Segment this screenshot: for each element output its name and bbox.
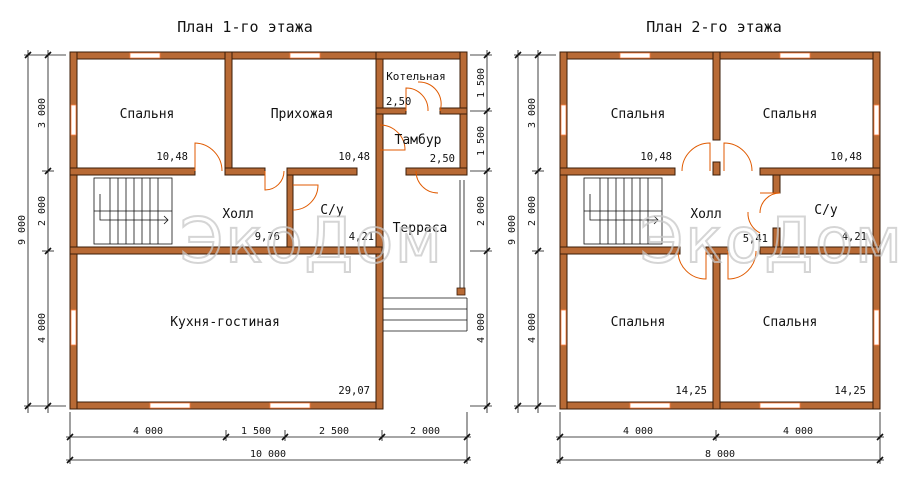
room-area: 10,48 xyxy=(338,151,370,163)
plan-1-terrace xyxy=(383,180,468,332)
plan-1-dimensions-left: 3 000 2 000 4 000 9 000 xyxy=(17,50,66,413)
plan-2-doors xyxy=(677,142,781,280)
room-name: Кухня-гостиная xyxy=(170,315,280,330)
room-name: С/у xyxy=(320,203,344,218)
dimension-label: 1 500 xyxy=(241,426,271,437)
dimension-total: 9 000 xyxy=(17,215,28,245)
dimension-label: 4 000 xyxy=(476,313,487,343)
room-area: 5,41 xyxy=(743,233,768,245)
plan-1-title: План 1-го этажа xyxy=(177,18,312,36)
dimension-label: 1 500 xyxy=(476,126,487,156)
room-area: 4,21 xyxy=(349,231,374,243)
dimension-label: 4 000 xyxy=(783,426,813,437)
room-name: Спальня xyxy=(763,315,818,330)
plan-second-floor: План 2-го этажа xyxy=(507,18,884,464)
room-area: 10,48 xyxy=(640,151,672,163)
dimension-label: 2 000 xyxy=(410,426,440,437)
room-name: Спальня xyxy=(611,107,666,122)
room-name: Тамбур xyxy=(395,133,442,148)
plan-2-room-labels: Спальня 10,48 Спальня 10,48 Холл 5,41 С/… xyxy=(611,107,867,397)
room-area: 2,50 xyxy=(386,96,411,108)
room-name: Холл xyxy=(690,207,721,222)
dimension-label: 3 000 xyxy=(527,98,538,128)
plan-1-room-labels: Спальня 10,48 Прихожая 10,48 Котельная 2… xyxy=(120,70,455,397)
watermark-logo: ЭкоДом xyxy=(640,204,900,277)
plan-first-floor: План 1-го этажа xyxy=(17,18,492,464)
room-name: Спальня xyxy=(763,107,818,122)
room-area: 4,21 xyxy=(842,231,867,243)
room-area: 10,48 xyxy=(156,151,188,163)
plan-2-title: План 2-го этажа xyxy=(646,18,781,36)
dimension-label: 2 000 xyxy=(476,196,487,226)
room-name: Терраса xyxy=(393,221,448,236)
dimension-label: 2 500 xyxy=(319,426,349,437)
room-name: Спальня xyxy=(611,315,666,330)
watermark-logo: ЭкоДом xyxy=(180,204,444,277)
room-name: Холл xyxy=(222,207,253,222)
room-name: Прихожая xyxy=(271,107,334,122)
dimension-total: 9 000 xyxy=(507,215,518,245)
dimension-total: 10 000 xyxy=(250,449,286,460)
dimension-label: 4 000 xyxy=(37,313,48,343)
plan-1-windows xyxy=(70,52,321,409)
plan-2-windows xyxy=(560,52,880,409)
dimension-label: 1 500 xyxy=(476,68,487,98)
plan-1-doors xyxy=(194,81,442,211)
room-area: 29,07 xyxy=(338,385,370,397)
room-area: 9,76 xyxy=(255,231,280,243)
plan-2-dimensions-bottom: 4 000 4 000 8 000 xyxy=(556,412,884,464)
plan-1-stairs xyxy=(93,177,173,245)
room-area: 14,25 xyxy=(675,385,707,397)
dimension-label: 3 000 xyxy=(37,98,48,128)
plan-1-walls xyxy=(69,51,468,410)
room-area: 14,25 xyxy=(834,385,866,397)
dimension-label: 2 000 xyxy=(37,196,48,226)
dimension-total: 8 000 xyxy=(705,449,735,460)
plan-1-dimensions-right: 1 500 1 500 2 000 4 000 xyxy=(470,50,492,413)
room-name: Спальня xyxy=(120,107,175,122)
room-name: Котельная xyxy=(386,70,446,83)
plan-2-walls xyxy=(559,51,881,410)
room-area: 10,48 xyxy=(830,151,862,163)
room-name: С/у xyxy=(814,203,838,218)
dimension-label: 2 000 xyxy=(527,196,538,226)
plan-2-stairs xyxy=(583,177,663,245)
dimension-label: 4 000 xyxy=(623,426,653,437)
dimension-label: 4 000 xyxy=(133,426,163,437)
room-area: 2,50 xyxy=(430,153,455,165)
plan-2-dimensions-left: 3 000 2 000 4 000 9 000 xyxy=(507,50,556,413)
dimension-label: 4 000 xyxy=(527,313,538,343)
plan-1-dimensions-bottom: 4 000 1 500 2 500 2 000 10 000 xyxy=(66,412,471,464)
